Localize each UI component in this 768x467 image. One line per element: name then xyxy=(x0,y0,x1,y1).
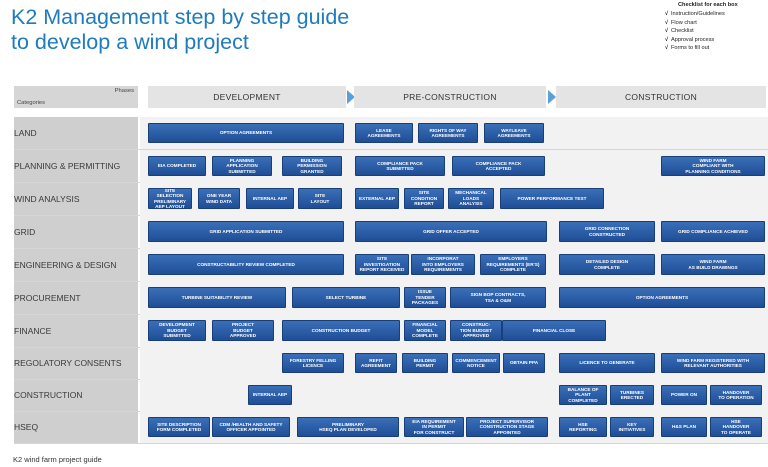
category-label: REGOLATORY CONSENTS xyxy=(14,358,122,368)
step-box[interactable]: CONSTRUC- TION BUDGET APPROVED xyxy=(450,320,502,341)
check-icon: √ xyxy=(664,36,669,43)
figure-caption: K2 wind farm project guide xyxy=(13,455,102,464)
step-box[interactable]: HANDOVER TO OPERATION xyxy=(710,385,762,405)
step-box[interactable]: POWER ON xyxy=(661,385,707,405)
category-label: WIND ANALYSIS xyxy=(14,193,80,204)
step-box[interactable]: CONSTRUCTION BUDGET xyxy=(282,320,400,341)
step-box[interactable]: EXTERNAL AEP xyxy=(355,188,399,209)
step-box[interactable]: SITE INVESTIGATION REPORT RECEIVED xyxy=(355,254,409,275)
phases-label: Phases xyxy=(114,88,134,94)
arrow-right-icon xyxy=(548,90,556,104)
check-icon: √ xyxy=(664,19,669,26)
step-box[interactable]: PROJECT SUPERVISOR CONSTRUCTION STAGE AP… xyxy=(466,417,548,437)
step-box[interactable]: INTERNAL AEP xyxy=(248,385,292,405)
checklist-heading: Checklist for each box xyxy=(678,2,738,8)
step-box[interactable]: DEVELOPMENT BUDGET SUBMITTED xyxy=(148,320,206,341)
category-label: ENGINEERING & DESIGN xyxy=(14,259,117,270)
checklist-item: √Flow chart xyxy=(662,19,766,28)
step-box[interactable]: GRID COMPLIANCE ACHIEVED xyxy=(661,221,765,242)
step-box[interactable]: BUILDING PERMIT xyxy=(402,353,448,373)
check-icon: √ xyxy=(664,11,669,17)
category-label: LAND xyxy=(14,128,37,138)
step-box[interactable]: ISSUE TENDER PACKAGES xyxy=(404,287,446,308)
checklist-item: √Instruction/Guidelines xyxy=(662,10,766,19)
step-box[interactable]: EIA COMPLETED xyxy=(148,156,206,176)
step-box[interactable]: CDM /HEALTH AND SAFETY OFFICER APPOINTED xyxy=(212,417,290,437)
step-box[interactable]: LICENCE TO GENERATE xyxy=(559,353,655,373)
matrix-corner-header: Phases Categories xyxy=(14,86,138,108)
step-box[interactable]: BUILDING PERMISSION GRANTED xyxy=(282,156,342,176)
title-line-1: K2 Management step by step guide xyxy=(11,5,350,29)
step-box[interactable]: FORESTRY FELLING LICENCE xyxy=(282,353,344,373)
step-box[interactable]: GRID OFFER ACCEPTED xyxy=(355,221,547,242)
step-box[interactable]: OPTION AGREEMENTS xyxy=(148,123,344,143)
step-box[interactable]: EMPLOYERS REQUIREMENTS (ER'S) COMPLETE xyxy=(480,254,546,275)
step-box[interactable]: FINANCIAL CLOSE xyxy=(502,320,606,341)
step-box[interactable]: SITE DESCRIPTION FORM COMPLETED xyxy=(148,417,210,437)
step-box[interactable]: KEY INITIATIVES xyxy=(610,417,654,437)
categories-label: Categories xyxy=(17,100,46,106)
category-label: CONSTRUCTION xyxy=(14,390,83,400)
step-box[interactable]: SELECT TURBINE xyxy=(292,287,400,308)
step-box[interactable]: FINANCIAL MODEL COMPLETE xyxy=(404,320,446,341)
step-box[interactable]: ONE YEAR WIND DATA xyxy=(198,188,240,209)
category-label: GRID xyxy=(14,226,36,237)
step-box[interactable]: INTERNAL AEP xyxy=(246,188,294,209)
step-box[interactable]: CONSTRUCTABILITY REVIEW COMPLETED xyxy=(148,254,344,275)
step-box[interactable]: TURBINES ERECTED xyxy=(610,385,654,405)
step-box[interactable]: WAYLEAVE AGREEMENTS xyxy=(484,123,544,143)
step-box[interactable]: WIND FARM AS BUILD DRAWINGS xyxy=(661,254,765,275)
category-column xyxy=(14,117,138,443)
title-line-2: to develop a wind project xyxy=(11,30,249,54)
category-label: FINANCE xyxy=(14,325,52,336)
checklist-legend: Checklist for each box √Instruction/Guid… xyxy=(662,2,766,53)
step-box[interactable]: POWER PERFORMANCE TEST xyxy=(500,188,604,209)
step-box[interactable]: HSE REPORTING xyxy=(559,417,607,437)
step-box[interactable]: LEASE AGREEMENTS xyxy=(355,123,413,143)
page-title: K2 Management step by step guide to deve… xyxy=(11,5,349,55)
phase-development: DEVELOPMENT xyxy=(148,86,346,108)
phase-pre-construction: PRE-CONSTRUCTION xyxy=(354,86,546,108)
step-box[interactable]: MECHANICAL LOADS ANALYSIS xyxy=(448,188,494,209)
step-box[interactable]: WIND FARM REGISTERED WITH RELEVANT AUTHO… xyxy=(661,353,765,373)
step-box[interactable]: H&S PLAN xyxy=(661,417,707,437)
checklist-item: √Approval process xyxy=(662,36,766,45)
step-box[interactable]: EIA REQUIREMENT IN PERMIT FOR CONSTRUCT xyxy=(404,417,464,437)
step-box[interactable]: GRID APPLICATION SUBMITTED xyxy=(148,221,344,242)
step-box[interactable]: DETAILED DESIGN COMPLETE xyxy=(559,254,655,275)
step-box[interactable]: SIGN BOP CONTRACTS, TSA & O&M xyxy=(450,287,546,308)
step-box[interactable]: REFIT AGREEMENT xyxy=(355,353,397,373)
step-box[interactable]: SITE SELECTION PRELIMINARY AEP LAYOUT xyxy=(148,188,192,209)
step-box[interactable]: COMMENCEMENT NOTICE xyxy=(452,353,500,373)
step-box[interactable]: OBTAIN PPA xyxy=(503,353,545,373)
row-separator xyxy=(14,149,768,150)
row-separator xyxy=(14,443,768,444)
step-box[interactable]: OPTION AGREEMENTS xyxy=(559,287,765,308)
step-box[interactable]: COMPLIANCE PACK SUBMITTED xyxy=(355,156,445,176)
check-icon: √ xyxy=(664,28,669,35)
step-box[interactable]: HSE HANDOVER TO OPERATE xyxy=(710,417,762,437)
category-label: PLANNING & PERMITTING xyxy=(14,161,121,171)
step-box[interactable]: RIGHTS OF WAY AGREEMENTS xyxy=(418,123,478,143)
step-box[interactable]: INCORPORAT INTO EMPLOYERS REQUIREMENTS xyxy=(411,254,475,275)
category-label: PROCUREMENT xyxy=(14,292,81,303)
step-box[interactable]: PROJECT BUDGET APPROVED xyxy=(212,320,274,341)
check-icon: √ xyxy=(664,45,669,52)
step-box[interactable]: GRID CONNECTION CONSTRUCTED xyxy=(559,221,655,242)
step-box[interactable]: WIND FARM COMPLIANT WITH PLANNING CONDIT… xyxy=(661,156,765,176)
checklist-item: √Checklist xyxy=(662,27,766,36)
step-box[interactable]: SITE LAYOUT xyxy=(298,188,342,209)
step-box[interactable]: TURBINE SUITABILITY REVIEW xyxy=(148,287,286,308)
step-box[interactable]: PRELIMINARY HSEQ PLAN DEVELOPED xyxy=(297,417,399,437)
step-box[interactable]: BALANCE OF PLANT COMPLETED xyxy=(559,385,607,405)
arrow-right-icon xyxy=(347,90,355,104)
phase-construction: CONSTRUCTION xyxy=(556,86,766,108)
category-label: HSEQ xyxy=(14,422,39,432)
step-box[interactable]: PLANNING APPLICATION SUBMITTED xyxy=(212,156,272,176)
checklist-item: √Forms to fill out xyxy=(662,44,766,53)
step-box[interactable]: SITE CONDITION REPORT xyxy=(404,188,444,209)
step-box[interactable]: COMPLIANCE PACK ACCEPTED xyxy=(452,156,545,176)
